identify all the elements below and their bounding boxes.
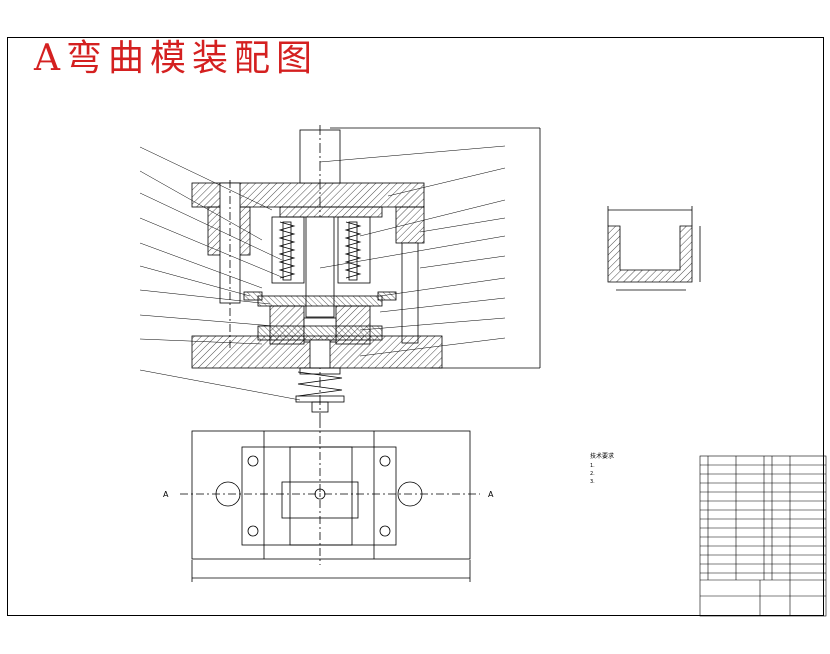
die-block-outline (241, 446, 397, 546)
upper-backing-plate (279, 206, 383, 218)
lower-spring (297, 371, 343, 397)
lower-spring-washer (299, 367, 341, 375)
section-label-right: A (488, 490, 494, 499)
spring-bolt-right (348, 221, 358, 281)
drawing-title: A弯曲模装配图 (34, 38, 318, 79)
front-section-view (191, 125, 541, 420)
stripper-plate (257, 295, 383, 307)
spring-pocket-right (337, 216, 371, 284)
screw-right (377, 291, 397, 301)
lower-die-outline (191, 430, 471, 560)
ejector-rod (309, 339, 331, 369)
leader-lines (139, 145, 506, 401)
spring-right (344, 221, 362, 281)
spring-pocket-left (271, 216, 305, 284)
spring-left (278, 221, 296, 281)
part-view (607, 206, 701, 291)
screw-left (243, 291, 263, 301)
note-item: 2. (590, 471, 595, 477)
guide-post-right (401, 242, 419, 344)
die-holder (257, 325, 383, 341)
title-block (699, 455, 827, 617)
screw-hole-tl (247, 455, 259, 467)
note-item: 3. (590, 479, 595, 485)
guide-bush-right (395, 206, 425, 244)
screw-hole-bl (247, 525, 259, 537)
section-label-left: A (163, 490, 169, 499)
die-channel (289, 446, 353, 546)
drawing-frame (7, 37, 824, 616)
lower-rod-end (311, 401, 329, 413)
notes-heading: 技术要求 (590, 453, 615, 460)
screw-hole-tr (379, 455, 391, 467)
screw-hole-br (379, 525, 391, 537)
note-item: 1. (590, 463, 595, 469)
plan-view (180, 420, 480, 582)
spring-bolt-left (282, 221, 292, 281)
part-u-channel (607, 225, 693, 283)
